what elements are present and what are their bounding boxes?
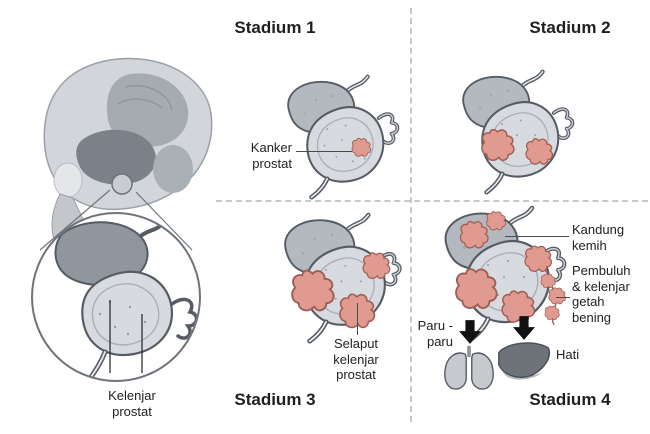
- stage1-prostate-illustration: [272, 72, 410, 201]
- right-lung: [471, 352, 494, 390]
- kanker-prostat-label: Kanker prostat: [250, 140, 292, 171]
- selaput-pointer-line: [357, 303, 359, 335]
- zoom-line-left: [39, 189, 111, 251]
- liver-illustration: [498, 342, 550, 380]
- lungs-illustration: [444, 345, 494, 390]
- pelvis-anatomy-illustration: [31, 57, 213, 382]
- pembuluh-kelenjar-label: Pembuluh & kelenjar getah bening: [572, 263, 631, 325]
- intestine-shape: [106, 73, 189, 147]
- stage4-prostate-illustration: [428, 203, 578, 343]
- liver-shape: [498, 342, 550, 378]
- left-lung: [444, 352, 467, 390]
- magnified-prostate-view: [54, 220, 199, 380]
- down-arrow-lungs-icon: [459, 320, 481, 344]
- stage2-title: Stadium 2: [529, 18, 611, 37]
- stage2-prostate-illustration: [447, 67, 585, 196]
- stage3-title: Stadium 3: [234, 390, 316, 409]
- stage3-prostate-illustration: [268, 210, 413, 345]
- pubic-bone-shape: [53, 162, 83, 198]
- paru-paru-label: Paru - paru: [417, 318, 453, 349]
- pembuluh-pointer-line: [556, 297, 570, 299]
- kelenjar-prostat-label: Kelenjar prostat: [108, 388, 156, 419]
- bladder-shape: [76, 129, 156, 185]
- rectum-shape: [153, 145, 193, 193]
- quadrant-divider-vertical: [410, 8, 412, 422]
- lymph-node: [544, 305, 560, 321]
- selaput-kelenjar-prostat-label: Selaput kelenjar prostat: [333, 336, 379, 383]
- lymph-node: [548, 287, 566, 305]
- hati-label: Hati: [556, 347, 580, 362]
- prostate-region-marker: [111, 173, 133, 195]
- quadrant-divider-horizontal: [216, 200, 648, 202]
- stage1-title: Stadium 1: [234, 18, 316, 37]
- lymph-node: [540, 273, 556, 289]
- zoom-line-right: [135, 191, 193, 251]
- kanker-prostat-pointer-line: [296, 151, 352, 153]
- kandung-kemih-pointer-line: [505, 236, 569, 238]
- kandung-kemih-label: Kandung kemih: [572, 222, 625, 253]
- stage4-title: Stadium 4: [529, 390, 611, 409]
- down-arrow-liver-icon: [513, 316, 535, 340]
